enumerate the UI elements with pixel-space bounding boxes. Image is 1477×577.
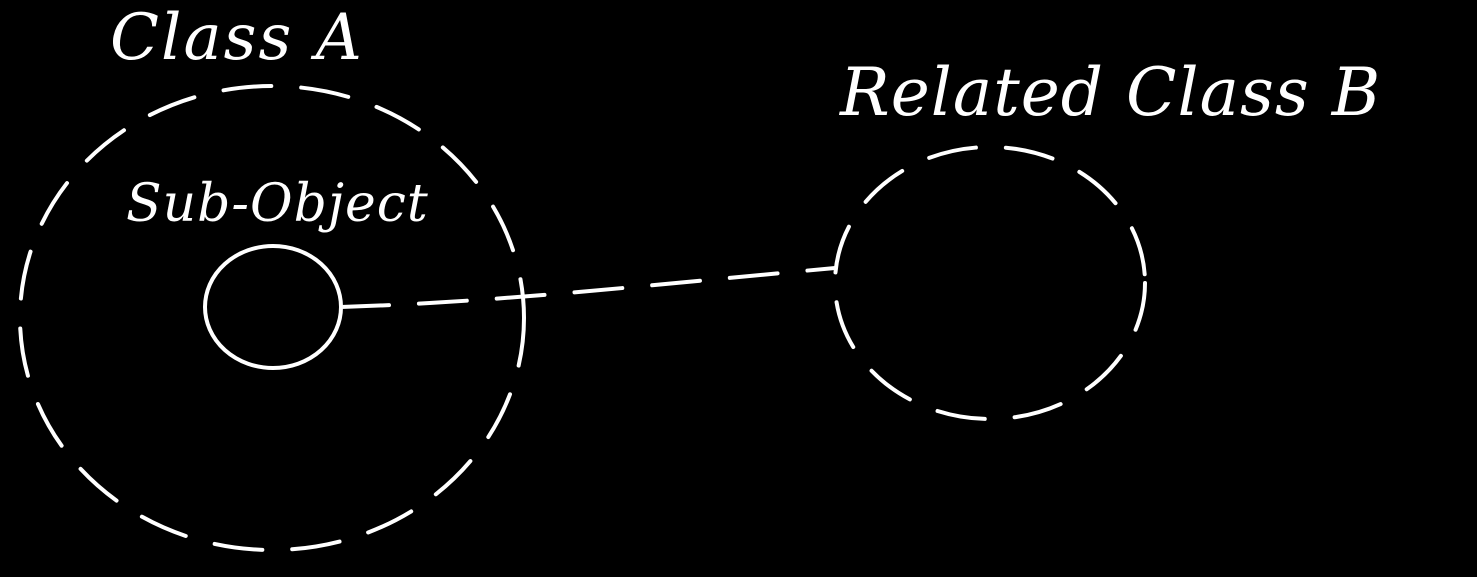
class-a-label: Class A bbox=[110, 1, 364, 75]
class-a-boundary bbox=[18, 84, 526, 552]
class-b-boundary bbox=[833, 145, 1147, 421]
related-class-b-label: Related Class B bbox=[840, 54, 1382, 131]
sub-object-label: Sub-Object bbox=[126, 174, 429, 234]
relationship-link bbox=[339, 266, 837, 309]
sub-object-node bbox=[203, 244, 343, 370]
